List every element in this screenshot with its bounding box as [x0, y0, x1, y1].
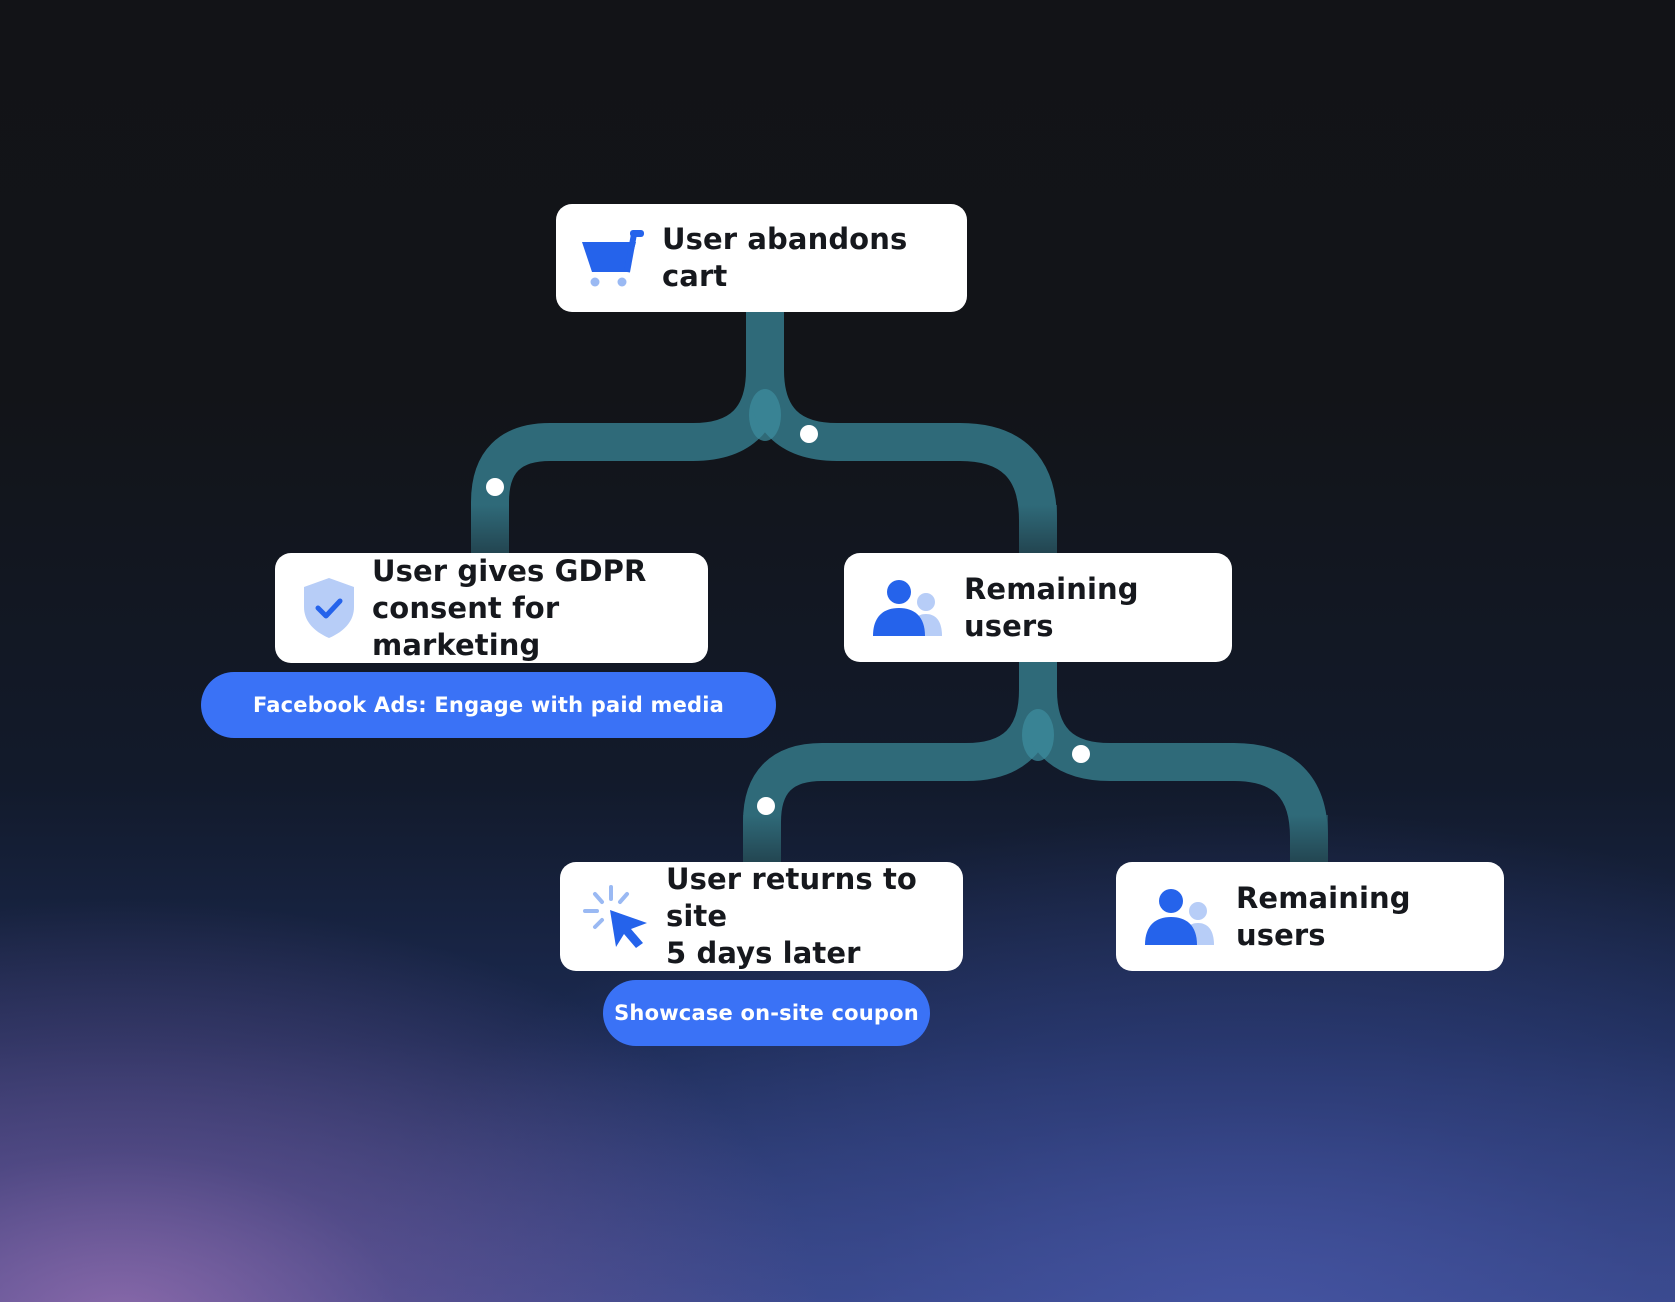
node-label: User returns to site 5 days later: [666, 862, 917, 970]
node-user-returns: User returns to site 5 days later: [560, 862, 963, 971]
stub-fade-returns: [743, 815, 781, 865]
cursor-click-icon: [583, 884, 649, 949]
stub-fade-remaining2: [1290, 815, 1328, 865]
node-label: User gives GDPR consent for marketing: [372, 553, 647, 662]
stub-fade-remaining: [1019, 505, 1057, 555]
node-gdpr-consent: User gives GDPR consent for marketing: [275, 553, 708, 663]
node-remaining-users-2: Remaining users: [1116, 862, 1504, 971]
path-dot-4: [1072, 745, 1090, 763]
connector-root-to-gdpr: [471, 311, 784, 555]
shield-check-icon: [302, 576, 356, 640]
node-label: Remaining users: [964, 571, 1139, 643]
node-label: Remaining users: [1236, 880, 1411, 952]
action-facebook-ads: Facebook Ads: Engage with paid media: [201, 672, 776, 738]
connector-remaining-to-returns: [743, 660, 1057, 865]
action-onsite-coupon: Showcase on-site coupon: [603, 980, 930, 1046]
node-label: User abandons cart: [662, 222, 908, 293]
junction-highlight-2: [1022, 709, 1054, 761]
junction-highlight-1: [749, 389, 781, 441]
node-remaining-users-1: Remaining users: [844, 553, 1232, 662]
users-icon: [872, 579, 942, 636]
path-dot-3: [757, 797, 775, 815]
stub-fade-gdpr: [471, 505, 509, 555]
path-dot-1: [486, 478, 504, 496]
path-dot-2: [800, 425, 818, 443]
shopping-cart-icon: [580, 228, 646, 288]
users-icon: [1144, 888, 1214, 945]
node-user-abandons-cart: User abandons cart: [556, 204, 967, 312]
